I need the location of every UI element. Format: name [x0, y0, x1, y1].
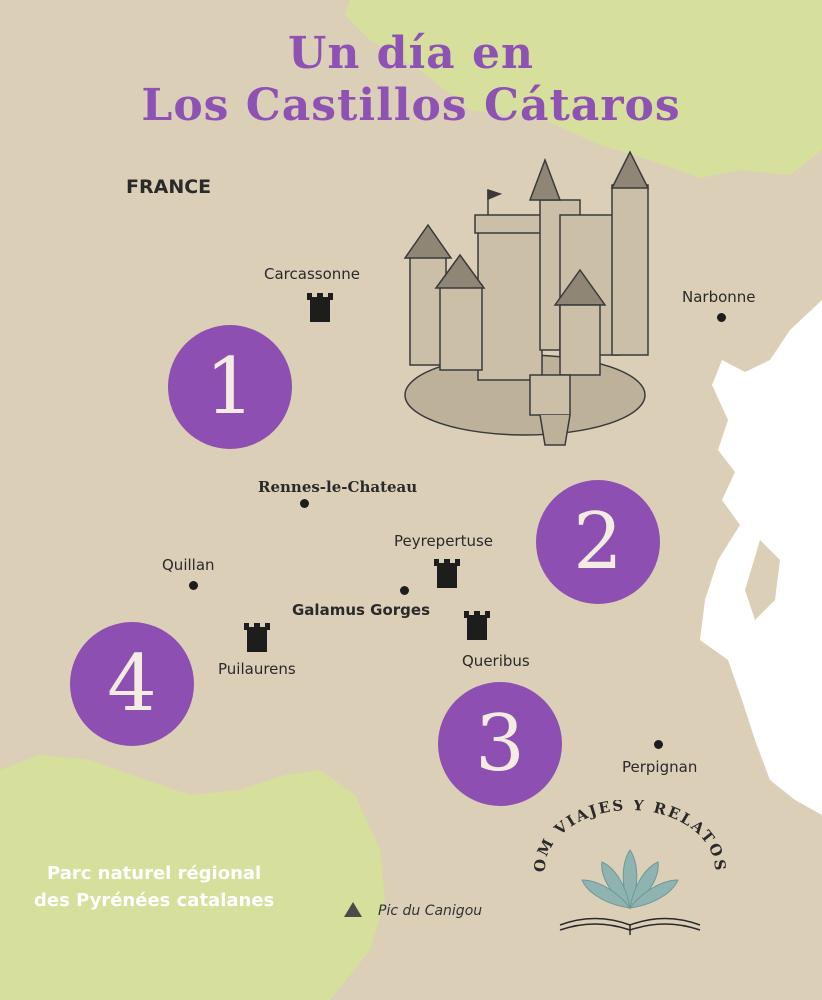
label-queribus: Queribus — [462, 652, 530, 670]
castle-icon — [307, 293, 333, 322]
green-region-park — [0, 755, 385, 1000]
city-dot-icon — [189, 581, 198, 590]
label-carcassonne: Carcassonne — [264, 265, 360, 283]
label-pic-du-canigou: Pic du Canigou — [378, 903, 483, 919]
label-narbonne: Narbonne — [682, 288, 756, 306]
lotus-logo-icon: OM VIAJES Y RELATOS — [531, 800, 727, 935]
title-line-2: Los Castillos Cátaros — [141, 80, 681, 131]
city-dot-icon — [654, 740, 663, 749]
city-dot-icon — [300, 499, 309, 508]
label-perpignan: Perpignan — [622, 758, 698, 776]
mountain-peak-icon — [344, 902, 362, 917]
label-rennes-le-chateau: Rennes-le-Chateau — [258, 478, 418, 496]
city-dot-icon — [400, 586, 409, 595]
park-label-line-2: des Pyrénées catalanes — [34, 890, 275, 911]
label-quillan: Quillan — [162, 556, 215, 574]
book-icon — [559, 917, 701, 935]
park-label: Parc naturel régional des Pyrénées catal… — [34, 860, 274, 914]
park-label-line-1: Parc naturel régional — [47, 863, 262, 884]
route-number-2: 2 — [536, 480, 660, 604]
castle-illustration — [403, 150, 650, 446]
label-peyrepertuse: Peyrepertuse — [394, 532, 494, 550]
route-number-1: 1 — [168, 325, 292, 449]
city-dot-icon — [717, 313, 726, 322]
label-galamus-gorges: Galamus Gorges — [292, 601, 431, 619]
lagoon — [745, 540, 780, 620]
castle-icon — [434, 559, 460, 588]
route-number-3: 3 — [438, 682, 562, 806]
label-puilaurens: Puilaurens — [218, 660, 296, 678]
title-line-1: Un día en — [288, 28, 534, 79]
castle-icon — [244, 623, 270, 652]
castle-icon — [464, 611, 490, 640]
route-number-4: 4 — [70, 622, 194, 746]
country-label: FRANCE — [126, 176, 212, 198]
green-region-north — [345, 0, 822, 178]
lotus-icon — [581, 849, 679, 910]
